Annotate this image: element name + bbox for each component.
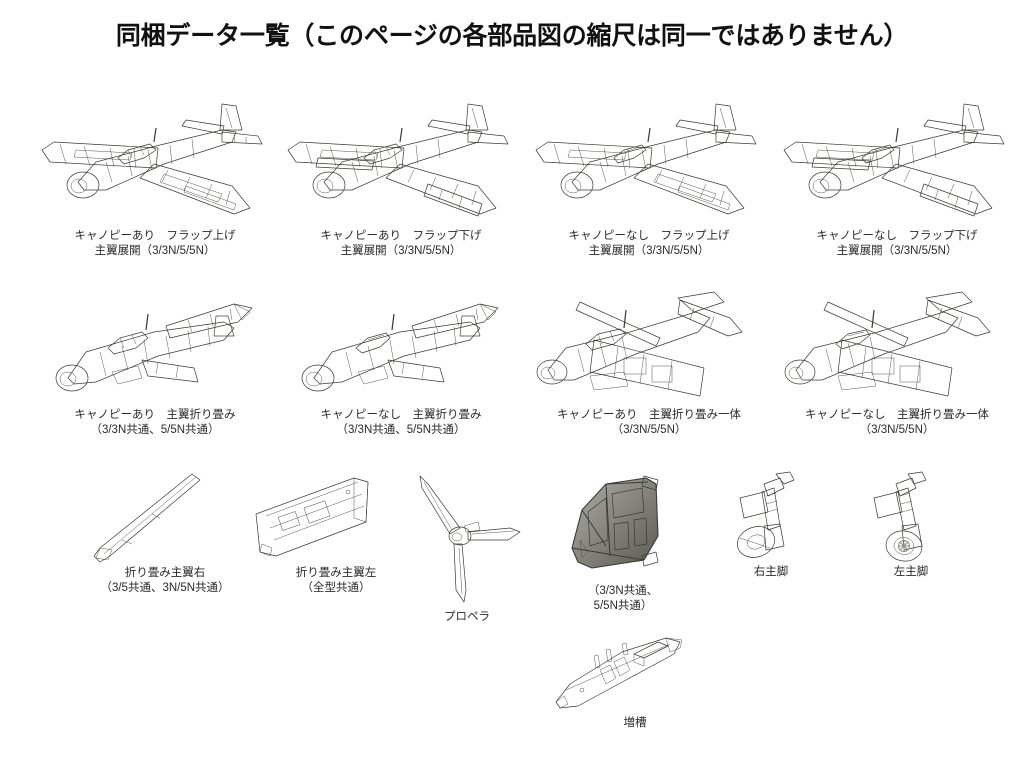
drop-tank-render: [555, 637, 683, 709]
propeller-render: [419, 475, 521, 603]
caption-line-2: （3/3N共通、5/5N共通）: [90, 424, 220, 436]
caption-line-2: 主翼展開（3/3N/5/5N）: [340, 245, 462, 257]
item-caption: 折り畳み主翼右 （3/5共通、3N/5N共通）: [60, 566, 270, 596]
wing-blade-right-render: [93, 473, 201, 563]
aircraft-folded-render: [301, 303, 499, 392]
part-item-folded-wing-right[interactable]: 折り畳み主翼右 （3/5共通、3N/5N共通）: [60, 470, 270, 594]
caption-line-2: 主翼展開（3/3N/5/5N）: [836, 245, 958, 257]
caption-line-1: キャノピーなし 主翼折り畳み一体: [805, 409, 989, 421]
caption-line-2: 5/5N共通）: [593, 600, 653, 612]
caption-line-1: 右主脚: [753, 566, 789, 578]
thumbnail-aircraft-folded-unified: [524, 282, 774, 406]
item-caption: 左主脚: [846, 565, 976, 580]
caption-line-2: （全型共通）: [301, 582, 371, 594]
part-item-propeller[interactable]: プロペラ: [392, 470, 542, 623]
aircraft-folded-unified-render: [784, 291, 991, 397]
wheel-spokes-icon: [898, 540, 910, 552]
caption-line-2: 主翼展開（3/3N/5/5N）: [588, 245, 710, 257]
caption-line-1: キャノピーあり フラップ下げ: [320, 230, 482, 242]
cockpit-opening-group: [861, 144, 895, 164]
caption-line-1: 折り畳み主翼左: [295, 567, 377, 579]
model-item-canopy-on-flap-down[interactable]: キャノピーあり フラップ下げ 主翼展開（3/3N/5/5N）: [276, 84, 526, 257]
item-caption: キャノピーあり フラップ下げ 主翼展開（3/3N/5/5N）: [276, 229, 526, 259]
thumbnail-wing-blade-right: [60, 470, 270, 570]
item-caption: （3/3N共通、 5/5N共通）: [548, 584, 698, 614]
caption-line-1: キャノピーなし フラップ下げ: [816, 230, 978, 242]
caption-line-1: （3/3N共通、: [587, 585, 659, 597]
thumbnail-aircraft-folded: [276, 282, 526, 406]
item-caption: キャノピーなし フラップ下げ 主翼展開（3/3N/5/5N）: [772, 229, 1022, 259]
canopy-frame-render: [571, 475, 659, 569]
item-caption: 折り畳み主翼左 （全型共通）: [236, 566, 436, 596]
item-caption: 増槽: [530, 716, 740, 731]
item-caption: キャノピーなし 主翼折り畳み （3/3N共通、5/5N共通）: [276, 408, 526, 438]
caption-line-1: 左主脚: [893, 566, 929, 578]
page-title: 同梱データ一覧（このページの各部品図の縮尺は同一ではありません）: [115, 22, 909, 50]
model-item-canopy-on-flap-up[interactable]: キャノピーあり フラップ上げ 主翼展開（3/3N/5/5N）: [30, 84, 280, 257]
model-item-folded-unified-canopy-off[interactable]: キャノピーなし 主翼折り畳み一体 （3/3N/5/5N）: [772, 282, 1022, 436]
aircraft-spread-render: [783, 103, 1005, 217]
item-caption: キャノピーなし フラップ上げ 主翼展開（3/3N/5/5N）: [524, 229, 774, 259]
caption-line-2: （3/5共通、3N/5N共通）: [100, 582, 230, 594]
caption-line-2: 主翼展開（3/3N/5/5N）: [94, 245, 216, 257]
item-caption: キャノピーあり 主翼折り畳み一体 （3/3N/5/5N）: [524, 408, 774, 438]
part-item-drop-tank[interactable]: 増槽: [530, 628, 740, 729]
caption-line-1: プロペラ: [444, 611, 490, 623]
canopy-group: [117, 143, 157, 165]
cockpit-opening-group: [835, 329, 871, 350]
model-item-canopy-off-flap-up[interactable]: キャノピーなし フラップ上げ 主翼展開（3/3N/5/5N）: [524, 84, 774, 257]
cockpit-opening-group: [355, 332, 391, 354]
thumbnail-landing-gear-right: [706, 470, 836, 570]
wing-panel-left-render: [255, 477, 369, 557]
landing-gear-left-render: [873, 471, 927, 562]
thumbnail-aircraft-spread: [276, 84, 526, 224]
aircraft-spread-render: [41, 103, 263, 215]
caption-line-1: キャノピーあり 主翼折り畳み: [74, 409, 236, 421]
model-item-folded-canopy-off[interactable]: キャノピーなし 主翼折り畳み （3/3N共通、5/5N共通）: [276, 282, 526, 436]
part-item-canopy-frame[interactable]: （3/3N共通、 5/5N共通）: [548, 470, 698, 612]
caption-line-1: キャノピーなし フラップ上げ: [568, 230, 730, 242]
thumbnail-drop-tank: [530, 628, 740, 720]
thumbnail-wing-panel-left: [236, 470, 436, 570]
canopy-group: [585, 328, 627, 351]
model-item-folded-unified-canopy-on[interactable]: キャノピーあり 主翼折り畳み一体 （3/3N/5/5N）: [524, 282, 774, 436]
caption-line-1: キャノピーなし 主翼折り畳み: [320, 409, 482, 421]
canopy-group: [107, 331, 149, 355]
part-item-main-gear-left[interactable]: 左主脚: [846, 470, 976, 578]
caption-line-2: （3/3N共通、5/5N共通）: [336, 424, 466, 436]
caption-line-2: （3/3N/5/5N）: [611, 424, 687, 436]
thumbnail-aircraft-spread: [772, 84, 1022, 224]
item-caption: 右主脚: [706, 565, 836, 580]
item-caption: プロペラ: [392, 610, 542, 625]
aircraft-folded-render: [55, 303, 253, 392]
thumbnail-canopy-frame: [548, 470, 698, 588]
aircraft-folded-unified-render: [536, 291, 743, 397]
model-item-canopy-off-flap-down[interactable]: キャノピーなし フラップ下げ 主翼展開（3/3N/5/5N）: [772, 84, 1022, 257]
caption-line-1: 増槽: [623, 717, 647, 729]
item-caption: キャノピーあり 主翼折り畳み （3/3N共通、5/5N共通）: [30, 408, 280, 438]
thumbnail-aircraft-spread: [524, 84, 774, 224]
caption-line-1: キャノピーあり 主翼折り畳み一体: [557, 409, 741, 421]
item-caption: キャノピーなし 主翼折り畳み一体 （3/3N/5/5N）: [772, 408, 1022, 438]
thumbnail-landing-gear-left: [846, 470, 976, 570]
aircraft-spread-render: [535, 103, 757, 215]
item-caption: キャノピーあり フラップ上げ 主翼展開（3/3N/5/5N）: [30, 229, 280, 259]
caption-line-1: キャノピーあり フラップ上げ: [74, 230, 236, 242]
part-item-folded-wing-left[interactable]: 折り畳み主翼左 （全型共通）: [236, 470, 436, 594]
cockpit-opening-group: [613, 144, 647, 164]
thumbnail-propeller: [392, 470, 542, 610]
thumbnail-aircraft-folded: [30, 282, 280, 406]
caption-line-2: （3/3N/5/5N）: [859, 424, 935, 436]
model-item-folded-canopy-on[interactable]: キャノピーあり 主翼折り畳み （3/3N共通、5/5N共通）: [30, 282, 280, 436]
canopy-group: [363, 143, 403, 165]
thumbnail-aircraft-spread: [30, 84, 280, 224]
aircraft-spread-render: [287, 103, 509, 217]
thumbnail-aircraft-folded-unified: [772, 282, 1022, 406]
part-item-main-gear-right[interactable]: 右主脚: [706, 470, 836, 578]
landing-gear-right-render: [736, 471, 795, 558]
caption-line-1: 折り畳み主翼右: [124, 567, 206, 579]
